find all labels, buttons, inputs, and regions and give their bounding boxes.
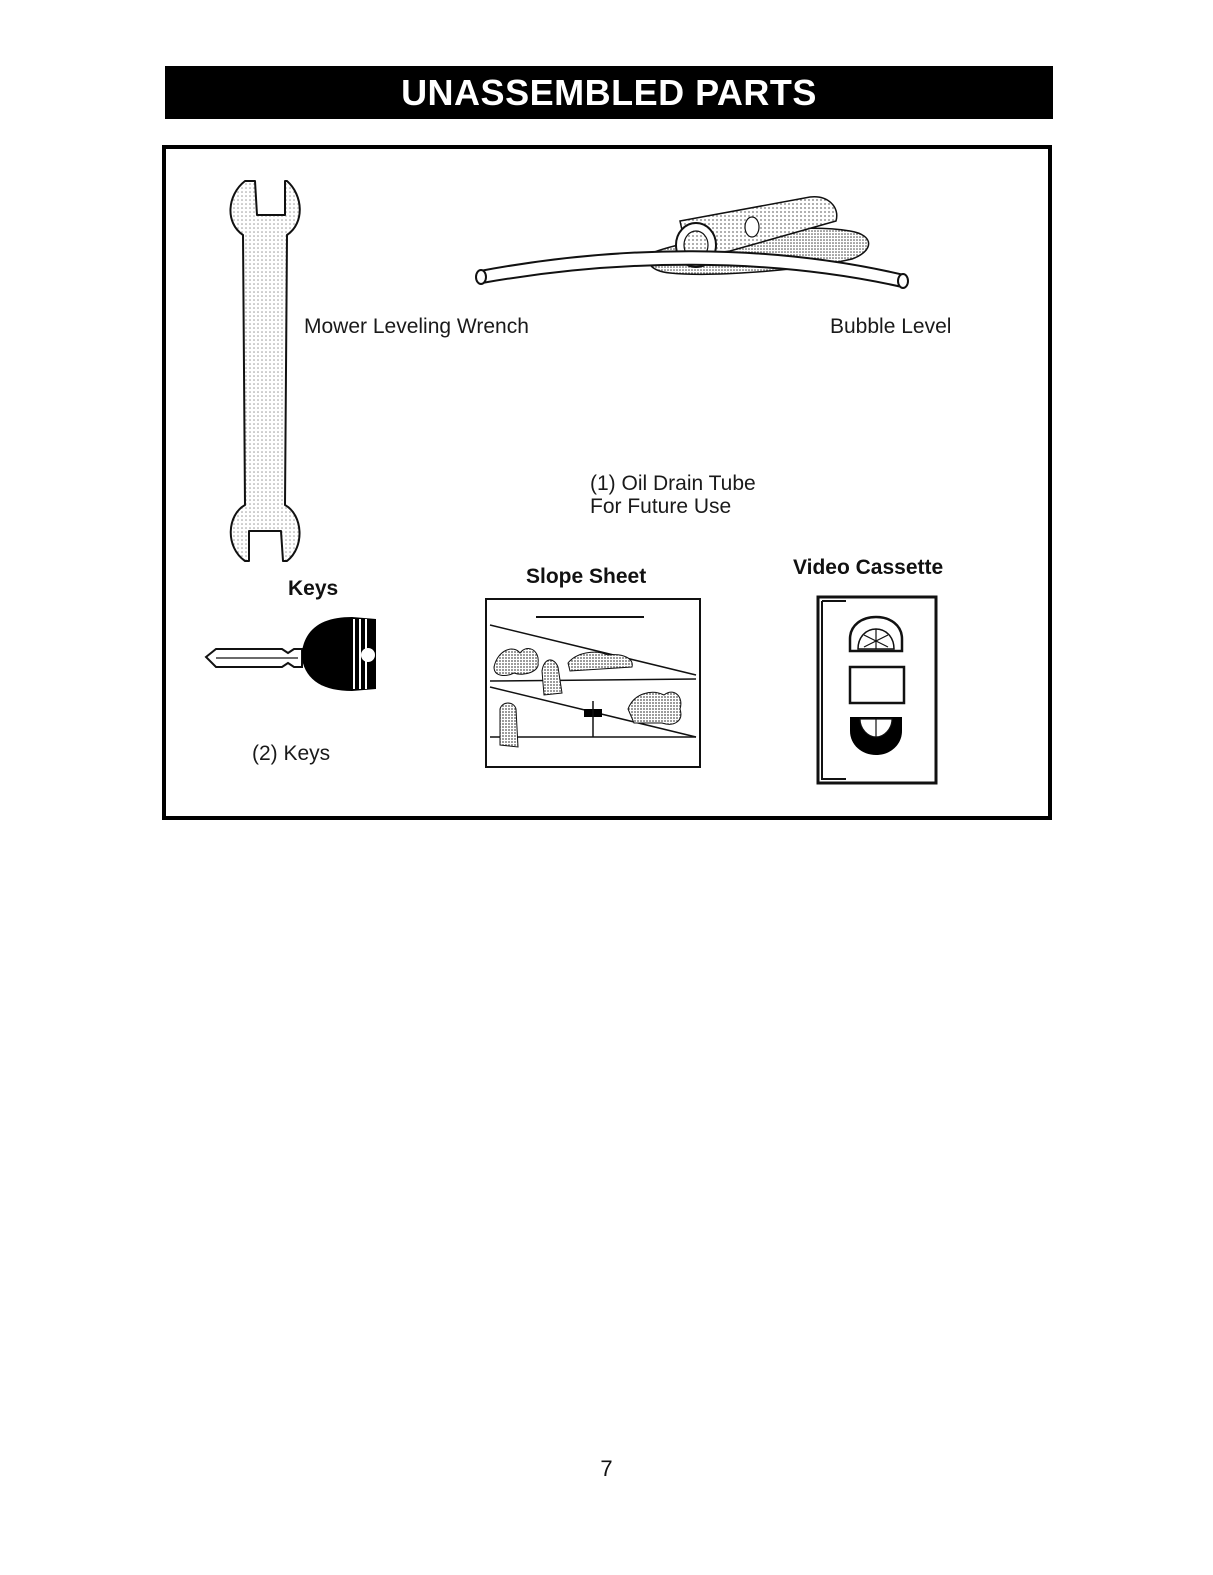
wrench-icon: [221, 175, 321, 595]
tube-icon: [468, 245, 918, 305]
video-cassette-icon: [816, 595, 940, 787]
video-cassette-heading: Video Cassette: [793, 556, 943, 580]
keys-label: (2) Keys: [252, 742, 330, 766]
key-icon: [202, 613, 382, 695]
bubble-level-label: Bubble Level: [830, 315, 951, 339]
tube-label-line2: For Future Use: [590, 495, 731, 519]
section-title-banner: UNASSEMBLED PARTS: [165, 66, 1053, 119]
keys-heading: Keys: [288, 577, 338, 601]
slope-sheet-icon: [484, 597, 704, 771]
parts-frame: Mower Leveling Wrench Bubble Level (1) O…: [162, 145, 1052, 820]
page-number: 7: [0, 1456, 1213, 1482]
tube-label-line1: (1) Oil Drain Tube: [590, 472, 756, 496]
wrench-label: Mower Leveling Wrench: [304, 315, 529, 339]
slope-sheet-heading: Slope Sheet: [526, 565, 646, 589]
